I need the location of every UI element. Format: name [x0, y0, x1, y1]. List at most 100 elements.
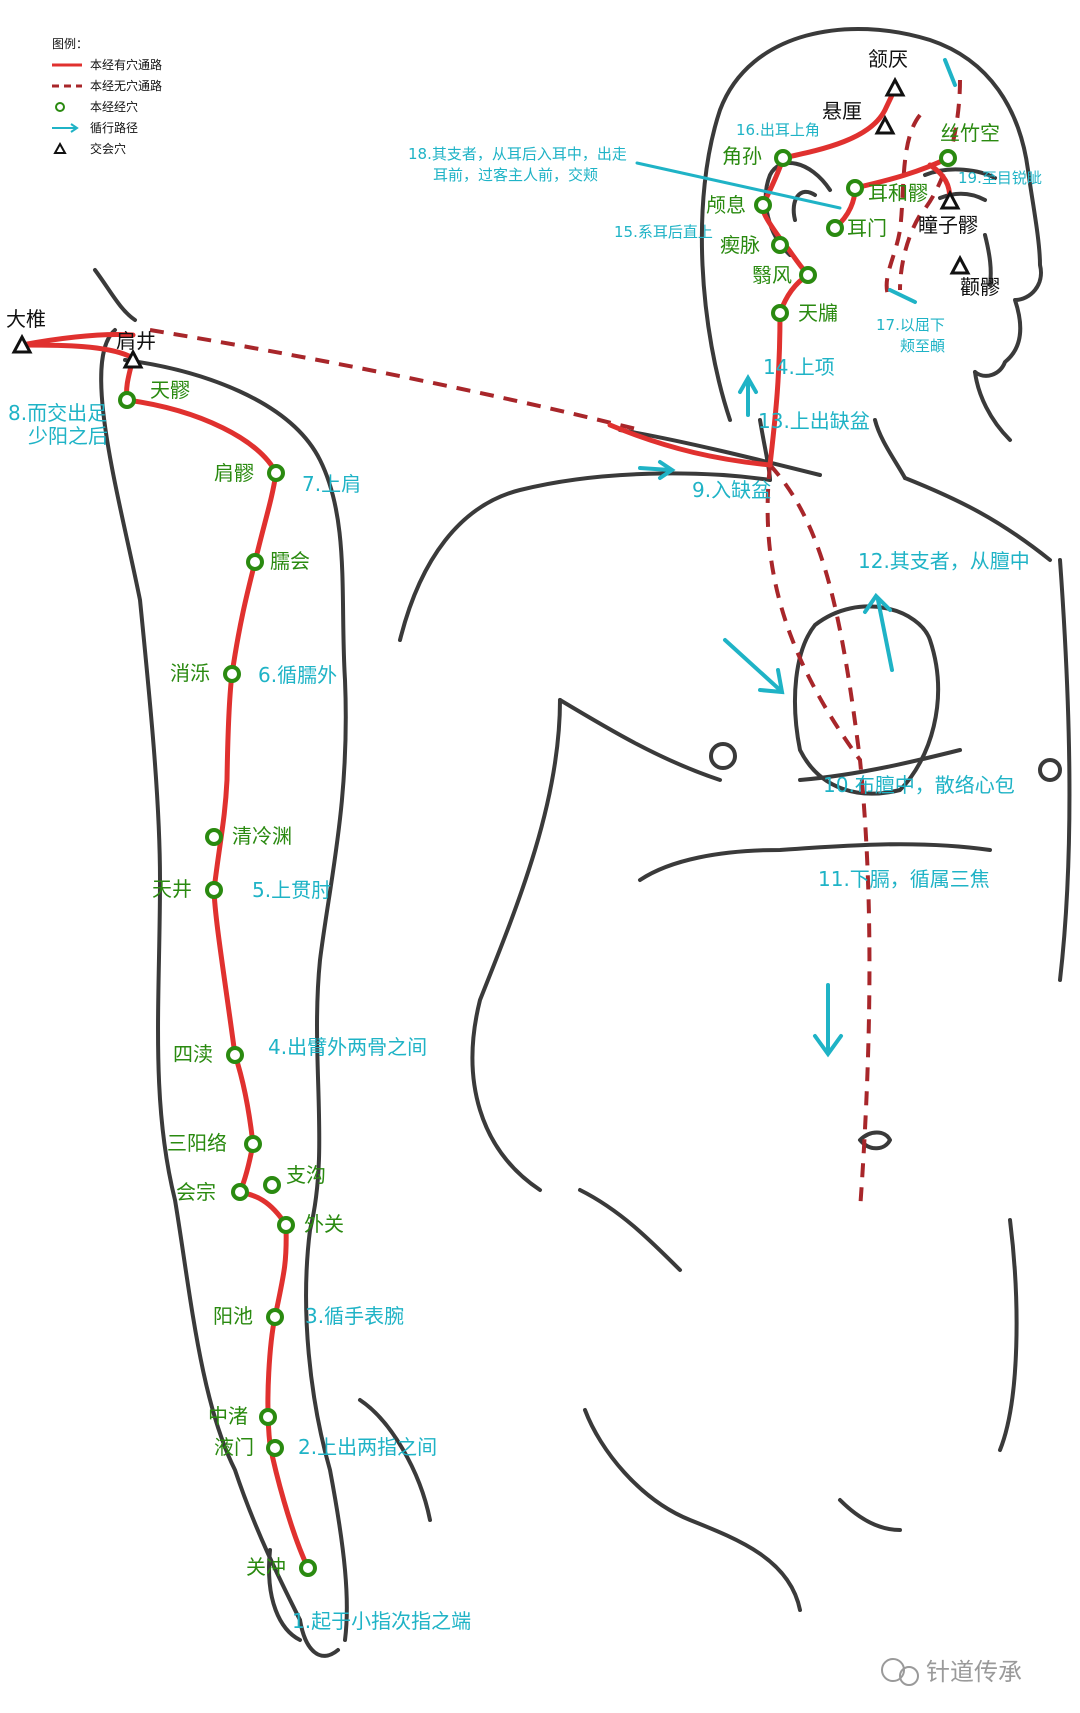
crossing-labels: 大椎 肩井 颔厌 悬厘 瞳子髎 颧髎: [6, 47, 1000, 353]
acupoint-jiaosun: [774, 149, 792, 167]
acupoint-labels: 关冲 液门 中渚 阳池 外关 支沟 会宗 三阳络 四渎 天井 清冷渊 消泺 臑会…: [150, 121, 1000, 1579]
label-yifeng: 翳风: [752, 263, 792, 287]
step-7: 7.上肩: [302, 472, 361, 496]
step-18a: 18.其支者，从耳后入耳中，出走: [408, 145, 627, 163]
route-quepen-down: [765, 464, 872, 1211]
label-quanliao: 颧髎: [960, 275, 1000, 299]
acupoint-huizong: [231, 1183, 249, 1201]
route-dazhui: [19, 332, 136, 403]
label-jiaosun: 角孙: [722, 144, 762, 168]
label-erheliao: 耳和髎: [868, 181, 928, 205]
route-ear-branch: [898, 79, 962, 291]
label-sidu: 四渎: [173, 1042, 213, 1066]
step-9: 9.入缺盆: [692, 478, 771, 502]
label-ermen: 耳门: [847, 216, 887, 240]
step-12: 12.其支者，从膻中: [858, 549, 1030, 573]
acupoint-guanchong: [299, 1559, 317, 1577]
acupoint-markers: [118, 149, 957, 1577]
legend-title: 图例：: [52, 37, 88, 51]
label-sizhukong: 丝竹空: [940, 121, 1000, 145]
acupoint-jianliao: [267, 464, 285, 482]
label-xiaoluo: 消泺: [170, 661, 210, 685]
crossing-quanliao: [949, 254, 971, 275]
acupoint-ermen: [826, 219, 844, 237]
step-4: 4.出臂外两骨之间: [268, 1035, 427, 1059]
step-17a: 17.以屈下: [876, 316, 945, 334]
label-zhigou: 支沟: [286, 1163, 326, 1187]
step-13: 13.上出缺盆: [758, 409, 870, 433]
acupoint-sanyangluo: [244, 1135, 262, 1153]
step-2: 2.上出两指之间: [298, 1435, 437, 1459]
acupoint-sizhukong: [939, 149, 957, 167]
crossing-hanyan: [884, 76, 906, 97]
acupoint-luxi: [754, 196, 772, 214]
legend: 图例： 本经有穴通路 本经无穴通路 本经经穴 循行路径 交会穴: [52, 37, 162, 156]
acupoint-tianjing: [205, 881, 223, 899]
label-tianliao: 天髎: [150, 378, 190, 402]
acupoint-xiaoluo: [223, 665, 241, 683]
legend-triangle: 交会穴: [90, 141, 126, 156]
crossing-tongziliao: [939, 189, 961, 210]
label-jianliao: 肩髎: [214, 461, 254, 485]
route-trunk: [607, 422, 773, 468]
legend-arrow: 循行路径: [90, 120, 138, 135]
step-17b: 颊至頔: [900, 337, 945, 355]
legend-dashed: 本经无穴通路: [90, 78, 162, 93]
label-zhongzhu: 中渚: [208, 1404, 248, 1428]
acupoint-yifeng: [799, 266, 817, 284]
step-5: 5.上贯肘: [252, 878, 331, 902]
acupoint-chimai: [771, 236, 789, 254]
acupoint-zhongzhu: [259, 1408, 277, 1426]
acupoint-yemen: [266, 1439, 284, 1457]
watermark: 针道传承: [881, 1658, 1022, 1686]
flow-arrows: [635, 58, 957, 1058]
step-15: 15.系耳后直上: [614, 223, 713, 241]
route-head-branch: [884, 113, 922, 301]
step-6: 6.循臑外: [258, 663, 337, 687]
label-hanyan: 颔厌: [868, 47, 908, 71]
acupoint-sidu: [226, 1046, 244, 1064]
step-11: 11.下膈，循属三焦: [818, 867, 990, 891]
crossing-markers: [11, 76, 971, 369]
acupoint-tianliao: [118, 391, 136, 409]
step-18b: 耳前，过客主人前，交颊: [433, 166, 598, 184]
label-jianjing: 肩井: [116, 329, 156, 353]
label-qinglengyuan: 清冷渊: [232, 824, 292, 848]
label-huizong: 会宗: [176, 1180, 216, 1204]
step-10: 10.布膻中，散络心包: [823, 773, 1015, 797]
body-outline: [93, 26, 1072, 1658]
legend-solid: 本经有穴通路: [90, 57, 162, 72]
label-xuanli: 悬厘: [822, 99, 862, 123]
route-neck: [760, 82, 898, 468]
step-14: 14.上项: [763, 355, 835, 379]
acupoint-qinglengyuan: [205, 828, 223, 846]
label-luxi: 颅息: [706, 193, 746, 217]
step-labels: 1.起于小指次指之端 2.上出两指之间 3.循手表腕 4.出臂外两骨之间 5.上…: [8, 121, 1042, 1633]
acupoint-zhigou: [263, 1176, 281, 1194]
acupoint-tianyou: [771, 304, 789, 322]
route-temple: [852, 155, 951, 191]
label-naohui: 臑会: [270, 549, 310, 573]
route-shoulder-to-quepen: [149, 328, 641, 432]
label-chimai: 瘈脉: [720, 233, 760, 257]
label-yemen: 液门: [214, 1435, 254, 1459]
acupoint-naohui: [246, 553, 264, 571]
legend-circle: 本经经穴: [90, 99, 138, 114]
step-1: 1.起于小指次指之端: [292, 1609, 471, 1633]
watermark-text: 针道传承: [926, 1658, 1022, 1686]
acupoint-yangchi: [266, 1308, 284, 1326]
label-tianyou: 天牖: [798, 301, 838, 325]
label-tianjing: 天井: [152, 877, 192, 901]
label-guanchong: 关冲: [246, 1555, 286, 1579]
label-yangchi: 阳池: [213, 1304, 253, 1328]
crossing-dazhui: [11, 333, 33, 354]
step-8b: 少阳之后: [28, 424, 108, 448]
label-sanyangluo: 三阳络: [167, 1131, 227, 1155]
crossing-jianjing: [122, 348, 144, 369]
acupoint-waiguan: [277, 1216, 295, 1234]
step-16: 16.出耳上角: [736, 121, 820, 139]
step-8a: 8.而交出足: [8, 401, 107, 425]
route-arm: [124, 397, 311, 1571]
dashed-routes: [149, 79, 962, 1211]
